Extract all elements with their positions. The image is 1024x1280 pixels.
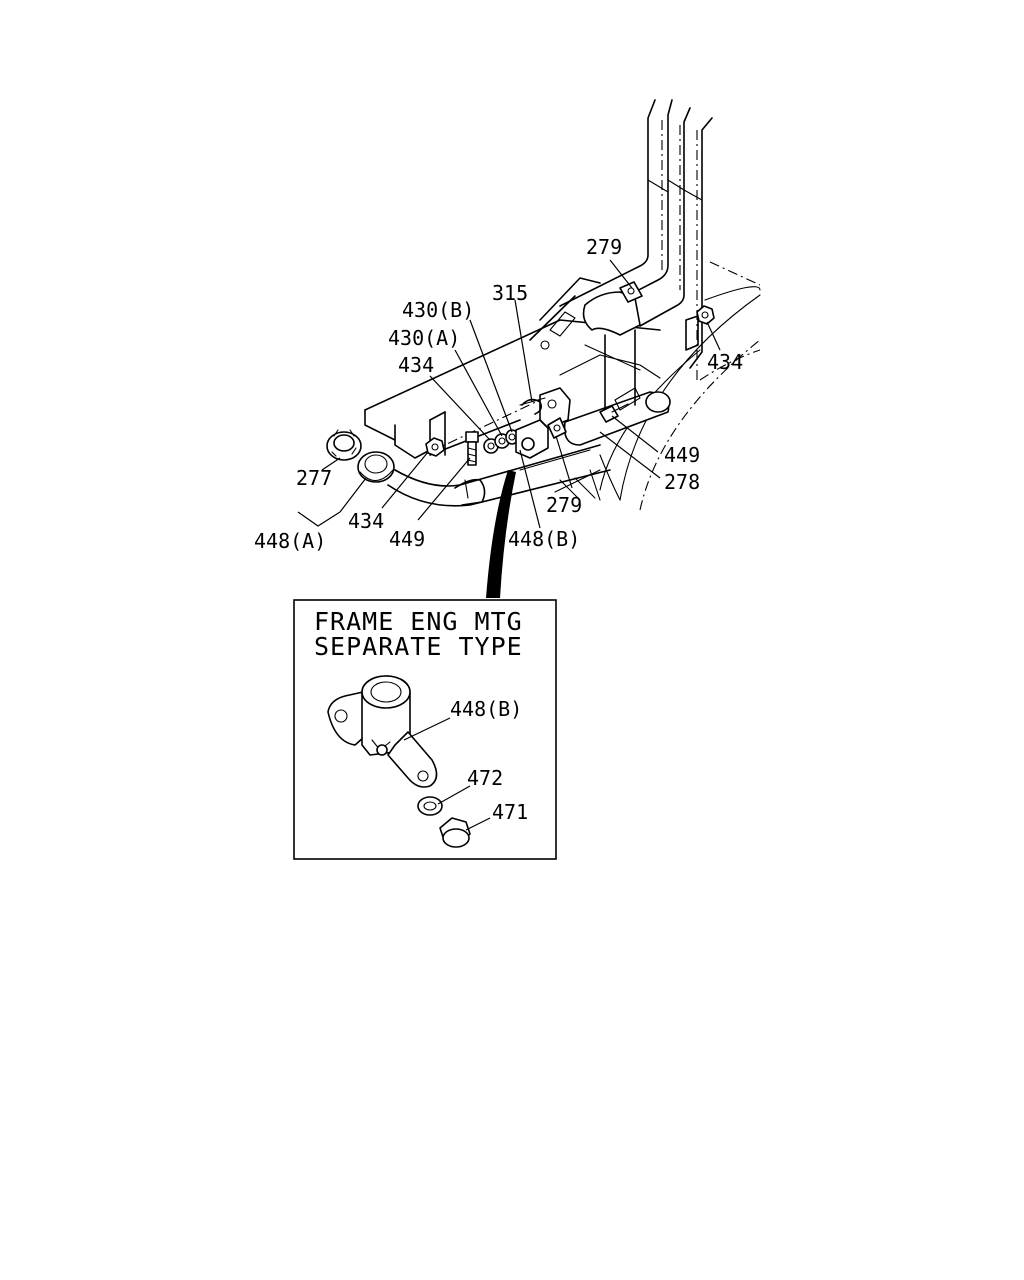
nut-434-right [696,305,715,325]
leader-lines [297,259,721,529]
bolt-449-right [599,403,629,423]
inset-label-472: 472 [467,766,503,790]
bolt-449-left [465,431,479,466]
clip-315 [521,398,542,415]
label-278: 278 [664,470,700,494]
label-448a: 448(A) [254,529,326,553]
bracket-448b-main [515,387,571,459]
inset-detail: FRAME ENG MTG SEPARATE TYPE 448(B) 472 4 [293,599,557,860]
label-430a: 430(A) [388,326,460,350]
label-449-bottom: 449 [389,527,425,551]
inset-title-line2: SEPARATE TYPE [314,632,523,661]
clamp-279-bottom [547,417,567,439]
label-434-left: 434 [398,353,434,377]
label-315: 315 [492,281,528,305]
nut-434-left [425,437,445,457]
label-434-bottom: 434 [348,509,384,533]
label-449-right: 449 [664,443,700,467]
hose-bend-left [454,478,486,506]
inset-pointer [486,470,516,598]
label-448b: 448(B) [508,527,580,551]
hose-278 [563,291,671,446]
frame-rails [559,99,713,380]
label-279-bottom: 279 [546,493,582,517]
ring-448a [357,451,395,483]
label-279-top: 279 [586,235,622,259]
washer-stack [483,429,519,454]
label-434-right: 434 [707,350,743,374]
washer-472 [417,796,443,816]
cap-277 [326,429,362,461]
plug-471 [439,817,471,848]
bracket-448b-detail [327,675,438,788]
label-430b: 430(B) [402,298,474,322]
callout-labels: 279 315 430(B) 430(A) 434 434 277 448(A)… [254,235,743,553]
inset-label-471: 471 [492,800,528,824]
label-277: 277 [296,466,332,490]
inset-label-448b: 448(B) [450,697,522,721]
inset-title-line1: FRAME ENG MTG [314,607,523,636]
